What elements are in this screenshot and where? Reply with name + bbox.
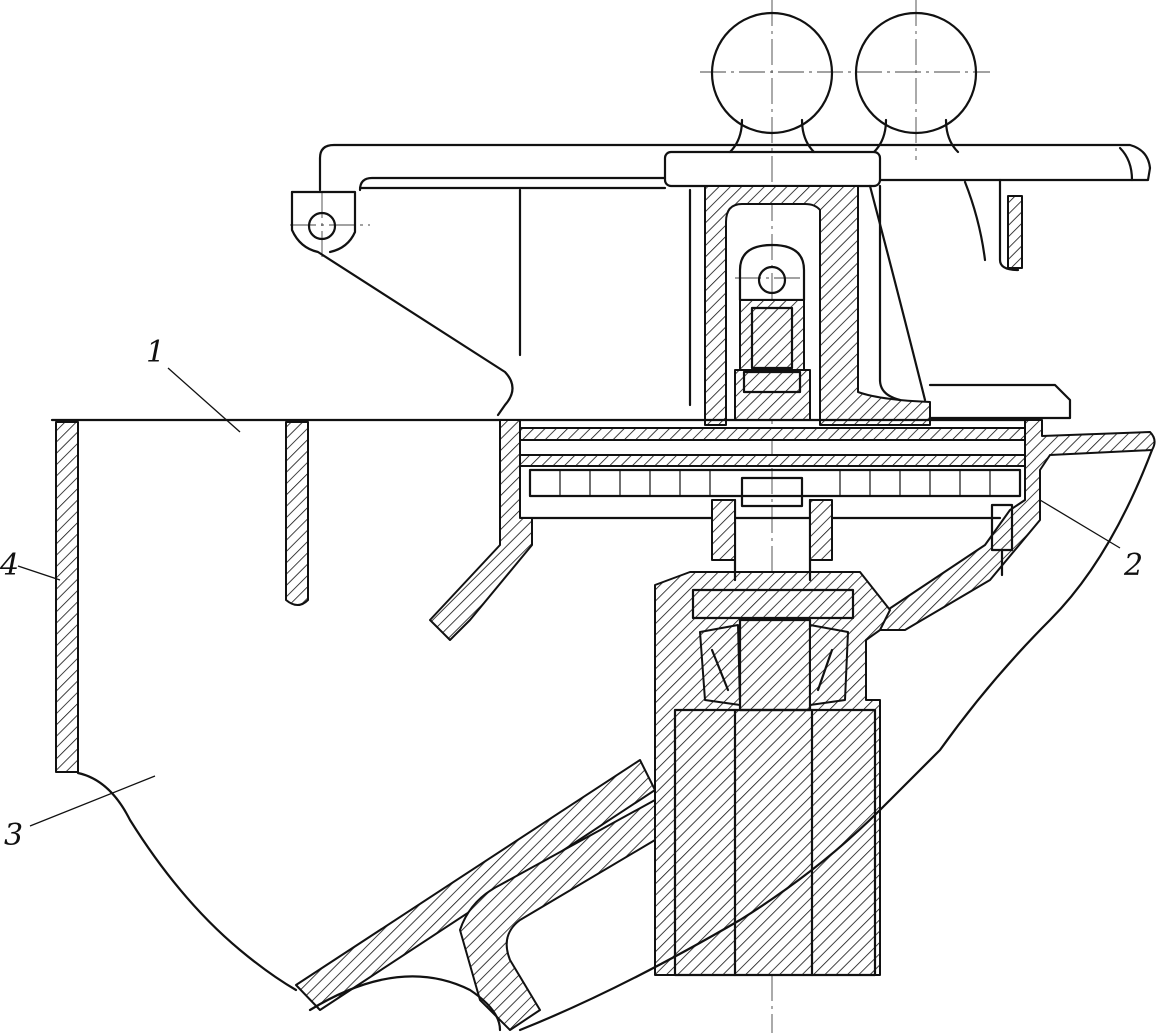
- lever-plate: [318, 143, 1152, 192]
- rotor-rim: [50, 418, 1032, 520]
- baffle: [285, 421, 309, 606]
- ring-segments: [559, 470, 991, 496]
- callout-2: 2: [1123, 548, 1143, 583]
- centerlines: [290, 0, 990, 1033]
- discharge-chute: [295, 759, 656, 1032]
- pivot-lug: [290, 190, 514, 417]
- leader-lines: [17, 367, 1121, 827]
- callout-3: 3: [4, 818, 23, 853]
- callout-1: 1: [146, 335, 165, 370]
- right-housing: [879, 419, 1156, 631]
- housing-outline: [878, 448, 1154, 812]
- plunger: [734, 243, 811, 421]
- roller-bearings: [699, 624, 849, 706]
- cover-plate: [55, 421, 79, 773]
- bearing-housing: [654, 571, 891, 977]
- callout-labels: 1 2 3 4: [0, 335, 1143, 853]
- hub-casting: [704, 178, 1023, 426]
- ball-handles: [710, 11, 978, 154]
- main-shaft: [711, 476, 833, 582]
- inlet-wall: [429, 419, 533, 641]
- callout-4: 4: [0, 548, 19, 583]
- side-shelf: [518, 188, 1072, 420]
